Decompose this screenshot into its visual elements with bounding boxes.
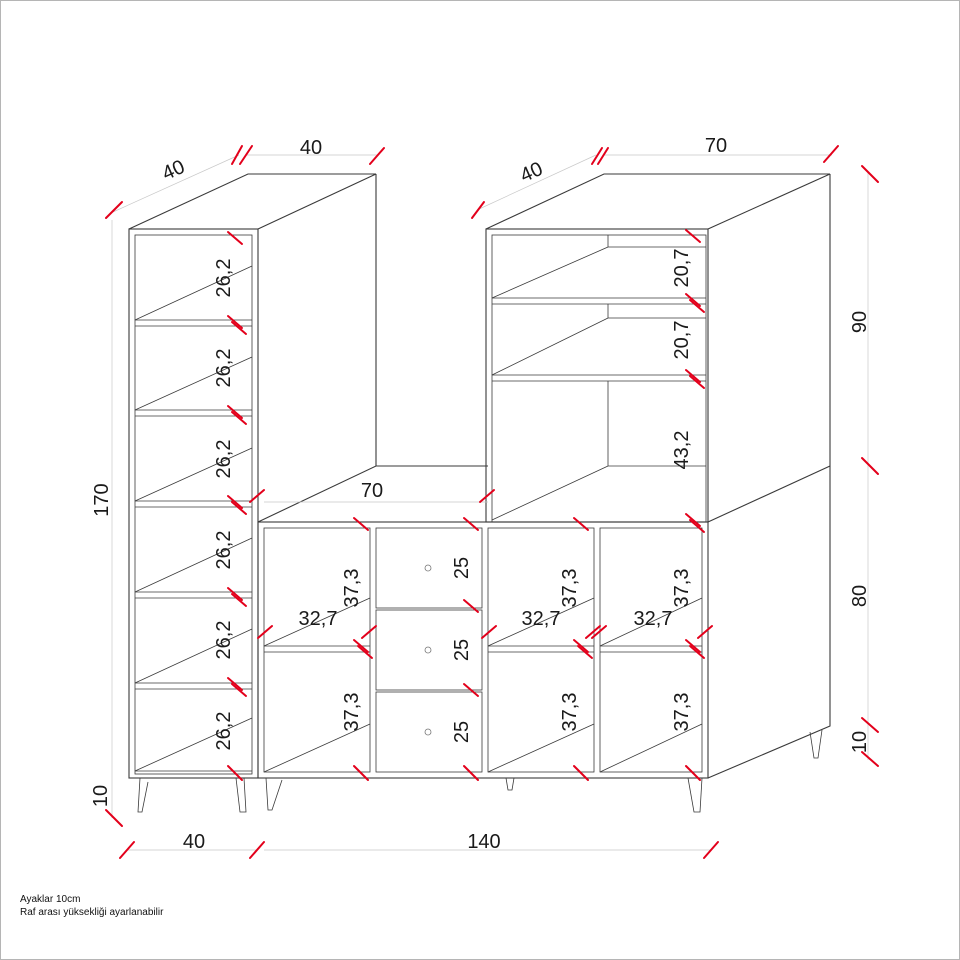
dimension-ticks: [105, 145, 879, 859]
note-legs: Ayaklar 10cm: [20, 894, 81, 905]
label-shelf-gap: 26,2: [213, 531, 235, 570]
label-drawer-height: 25: [451, 639, 473, 661]
label-hutch-gap-small: 20,7: [671, 249, 693, 288]
label-shelf-gap: 26,2: [213, 349, 235, 388]
label-cabinet-gap: 37,3: [671, 569, 693, 608]
label-leg-height-right: 10: [849, 731, 871, 753]
center-cabinet: [257, 465, 709, 813]
label-bottom-right-width: 140: [467, 831, 500, 853]
label-hutch-gap-large: 43,2: [671, 431, 693, 470]
label-hutch-gap-small: 20,7: [671, 321, 693, 360]
label-cabinet-gap: 37,3: [559, 693, 581, 732]
label-total-height: 170: [91, 483, 113, 516]
label-leg-height-left: 10: [90, 785, 112, 807]
label-left-depth: 40: [159, 156, 188, 185]
label-drawer-height: 25: [451, 557, 473, 579]
dimension-lines: [111, 154, 869, 851]
label-cabinet-gap: 37,3: [341, 569, 363, 608]
right-upper-hutch: [485, 173, 831, 779]
label-cabinet-depth: 32,7: [634, 608, 673, 630]
left-tall-bookcase: [128, 173, 377, 813]
label-shelf-gap: 26,2: [213, 259, 235, 298]
label-drawer-height: 25: [451, 721, 473, 743]
label-cabinet-depth: 32,7: [522, 608, 561, 630]
label-cabinet-depth: 32,7: [299, 608, 338, 630]
label-center-width: 70: [361, 480, 383, 502]
note-adjustable-shelves: Raf arası yüksekliği ayarlanabilir: [20, 907, 164, 918]
label-left-width-top: 40: [300, 137, 322, 159]
label-shelf-gap: 26,2: [213, 712, 235, 751]
label-right-upper-height: 90: [849, 311, 871, 333]
label-right-width-top: 70: [705, 135, 727, 157]
label-shelf-gap: 26,2: [213, 440, 235, 479]
dimension-labels: 40 40 40 70 70 170 90 80 10 10 40 140 26…: [90, 135, 871, 853]
label-right-lower-height: 80: [849, 585, 871, 607]
label-bottom-left-width: 40: [183, 831, 205, 853]
label-cabinet-gap: 37,3: [671, 693, 693, 732]
label-shelf-gap: 26,2: [213, 621, 235, 660]
label-cabinet-gap: 37,3: [341, 693, 363, 732]
label-cabinet-gap: 37,3: [559, 569, 581, 608]
label-right-depth: 40: [517, 158, 546, 187]
